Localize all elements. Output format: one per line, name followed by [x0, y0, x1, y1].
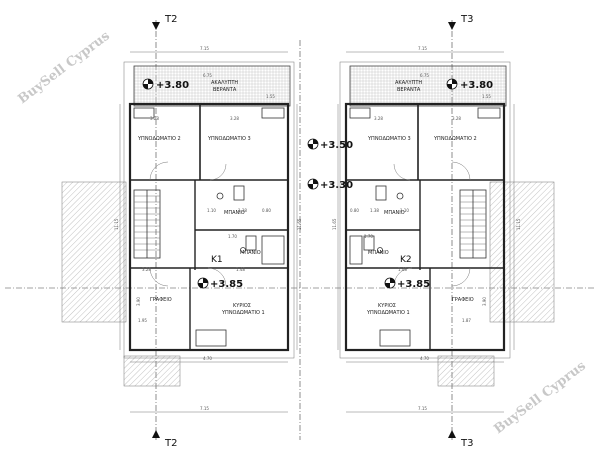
- unit-left-plan: [123, 61, 295, 359]
- stairs-right: [459, 189, 487, 259]
- dim-terrace-right: 6.75: [420, 73, 429, 78]
- dim-1-48-right: 1.48: [398, 267, 407, 272]
- dim-room-right-1: 3.28: [374, 116, 383, 121]
- unit-label-left: K1: [211, 255, 223, 265]
- dim-1-87-right: 1.87: [462, 318, 471, 323]
- dim-room-left-1: 3.28: [150, 116, 159, 121]
- dim-1-10-left: 1.10: [207, 208, 216, 213]
- section-arrows: [152, 22, 456, 438]
- room-label-master-left-1: ΚΥΡΙΟΣ: [233, 303, 251, 309]
- room-label-bedroom2-left: ΥΠΝΟΔΩΜΑΤΙΟ 2: [137, 136, 181, 142]
- dim-1-10-right: 1.10: [400, 208, 409, 213]
- dim-width-bottom-left: 7.15: [200, 406, 209, 411]
- room-label-bedroom3-left: ΥΠΝΟΔΩΜΑΤΙΟ 3: [207, 136, 251, 142]
- unit-label-right: K2: [400, 255, 412, 265]
- section-label-t3-top: T3: [460, 14, 473, 25]
- dim-0-80-right: 0.80: [350, 208, 359, 213]
- dim-room-left-2: 3.28: [230, 116, 239, 121]
- dim-1-38-right: 1.38: [370, 208, 379, 213]
- dim-1-38-left: 1.38: [238, 208, 247, 213]
- side-terrain: [61, 181, 555, 387]
- dim-side-offset-left: 1.55: [266, 94, 275, 99]
- level-label-main-right: +3.85: [397, 279, 430, 290]
- dim-room-right-2: 3.28: [452, 116, 461, 121]
- room-label-bath2-left: ΜΠΑΝΙΟ: [240, 250, 261, 256]
- dim-inner-left: 4.70: [203, 356, 212, 361]
- dim-side-height-left: 11.15: [114, 218, 119, 230]
- dim-width-top-right: 7.15: [418, 46, 427, 51]
- stairs-left: [133, 189, 161, 259]
- watermark-bottom-right: BuySell Cyprus: [491, 359, 588, 438]
- section-label-t2-top: T2: [164, 14, 177, 25]
- dim-1-95-left: 1.95: [138, 318, 147, 323]
- room-label-terrace-right-1: ΑΚΑΛΥΠΤΗ: [395, 80, 422, 86]
- room-label-master-right-1: ΚΥΡΙΟΣ: [378, 303, 396, 309]
- room-label-master-right-2: ΥΠΝΟΔΩΜΑΤΙΟ 1: [366, 310, 410, 316]
- level-marker-symbols: [142, 78, 458, 289]
- dim-room-left-3: 3.28: [142, 267, 151, 272]
- dim-1-70-right: 1.70: [364, 234, 373, 239]
- room-label-bedroom2-right: ΥΠΝΟΔΩΜΑΤΙΟ 2: [433, 136, 477, 142]
- level-label-roof-left: +3.80: [156, 80, 189, 91]
- dim-1-48-left: 1.48: [236, 267, 245, 272]
- unit-right-plan: [339, 61, 511, 359]
- level-label-main-left: +3.85: [210, 279, 243, 290]
- dim-height-left: 11.65: [297, 218, 302, 230]
- dim-terrace-left: 6.75: [203, 73, 212, 78]
- dim-width-bottom-right: 7.15: [418, 406, 427, 411]
- watermark-top-left: BuySell Cyprus: [15, 29, 112, 108]
- room-label-bath-right: ΜΠΑΝΙΟ: [384, 210, 405, 216]
- dim-1-70-left: 1.70: [228, 234, 237, 239]
- room-label-terrace-right-2: ΒΕΡΑΝΤΑ: [397, 87, 421, 93]
- dim-side-offset-right: 1.55: [482, 94, 491, 99]
- level-label-upper: +3.50: [320, 140, 353, 151]
- room-label-terrace-left-2: ΒΕΡΑΝΤΑ: [213, 87, 237, 93]
- dim-3-90-left: 3.90: [136, 297, 141, 306]
- section-label-t2-bottom: T2: [164, 438, 177, 449]
- dim-height-right: 11.65: [332, 218, 337, 230]
- room-label-terrace-left-1: ΑΚΑΛΥΠΤΗ: [211, 80, 238, 86]
- room-label-master-left-2: ΥΠΝΟΔΩΜΑΤΙΟ 1: [221, 310, 265, 316]
- level-label-mid: +3.30: [320, 180, 353, 191]
- dimension-lines: [119, 51, 515, 413]
- dim-0-80-left: 0.80: [262, 208, 271, 213]
- dim-side-height-right: 11.15: [516, 218, 521, 230]
- room-label-office-left: ΓΡΑΦΕΙΟ: [150, 297, 172, 303]
- section-label-t3-bottom: T3: [460, 438, 473, 449]
- level-label-roof-right: +3.80: [460, 80, 493, 91]
- room-label-bath-left: ΜΠΑΝΙΟ: [224, 210, 245, 216]
- dim-3-90-right: 3.90: [482, 297, 487, 306]
- room-label-bedroom3-right: ΥΠΝΟΔΩΜΑΤΙΟ 3: [367, 136, 411, 142]
- room-label-office-right: ΓΡΑΦΕΙΟ: [452, 297, 474, 303]
- dim-inner-right: 4.70: [420, 356, 429, 361]
- dim-width-top-left: 7.15: [200, 46, 209, 51]
- room-label-bath2-right: ΜΠΑΝΙΟ: [368, 250, 389, 256]
